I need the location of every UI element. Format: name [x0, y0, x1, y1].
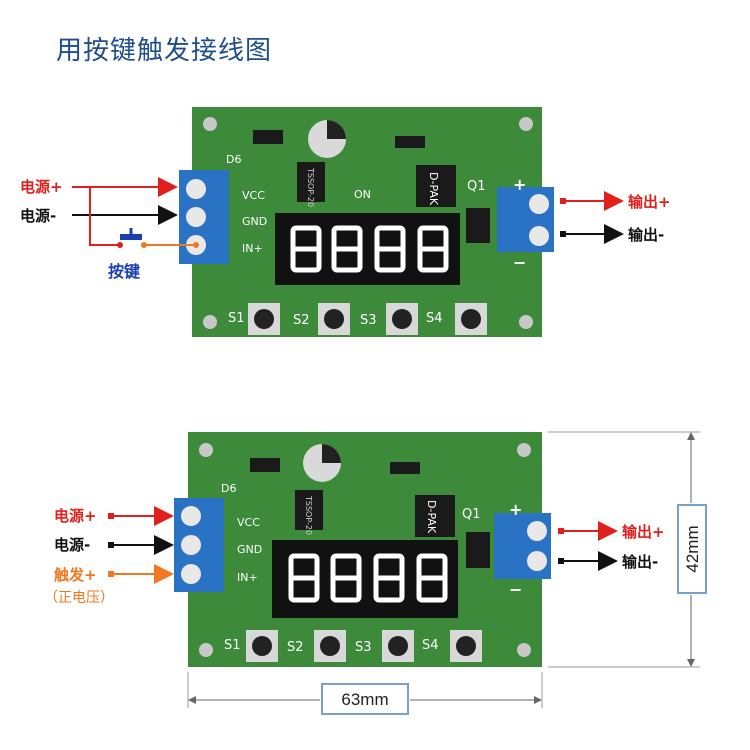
height-dimension: 42mm: [683, 525, 702, 572]
q1-label: Q1: [462, 507, 481, 522]
push-button-icon: [120, 234, 142, 240]
dpak-label: D-PAK: [425, 500, 438, 534]
board-top: TSSOP-20 D-PAK D6 ON Q1 VCC GND IN+ S1 S…: [179, 107, 554, 337]
tssop-label: TSSOP-20: [304, 495, 313, 535]
pin-gnd: GND: [242, 215, 267, 228]
s3-label: S3: [360, 313, 377, 328]
on-label: ON: [354, 188, 371, 201]
q1-label: Q1: [467, 179, 486, 194]
s1-label: S1: [224, 638, 241, 653]
label-power-plus: 电源+: [20, 178, 63, 196]
s1-label: S1: [228, 311, 245, 326]
wiring-top: 电源+ 电源- 按键 输出+ 输出-: [20, 177, 671, 281]
dpak-chip: [416, 165, 456, 207]
tssop-chip: [297, 162, 325, 202]
label-button: 按键: [108, 262, 140, 281]
s2-label: S2: [287, 640, 304, 655]
label-out-plus: 输出+: [622, 523, 665, 541]
d6-label: D6: [221, 482, 236, 495]
out-plus-sign: +: [509, 500, 522, 519]
label-power-minus: 电源-: [20, 207, 56, 225]
out-minus-sign: −: [513, 253, 526, 272]
out-minus-sign: −: [509, 580, 522, 599]
diode-chip: [253, 130, 283, 144]
wiring-bottom: 电源+ 电源- 触发+ （正电压） 输出+ 输出- 63mm 42mm: [44, 431, 707, 715]
label-power-minus: 电源-: [54, 536, 90, 554]
dpak-label: D-PAK: [427, 172, 440, 206]
d6-label: D6: [226, 153, 241, 166]
mount-hole: [203, 117, 217, 131]
pin-in-plus: IN+: [237, 571, 258, 584]
pin-in-plus: IN+: [242, 242, 263, 255]
mount-hole: [519, 315, 533, 329]
pin-gnd: GND: [237, 543, 262, 556]
out-plus-sign: +: [513, 175, 526, 194]
width-dimension: 63mm: [341, 690, 388, 709]
label-trigger-note: （正电压）: [44, 590, 114, 606]
mount-hole: [519, 117, 533, 131]
width-dimension-box: [321, 683, 409, 715]
pin-vcc: VCC: [237, 516, 260, 529]
label-out-minus: 输出-: [628, 226, 664, 244]
s4-label: S4: [426, 311, 443, 326]
label-trigger-plus: 触发+: [54, 566, 97, 584]
s2-label: S2: [293, 313, 310, 328]
board-bottom: TSSOP-20 D-PAK D6 Q1 VCC GND IN+ S1 S2 S…: [174, 432, 551, 667]
sot-chip: [395, 136, 425, 148]
pin-vcc: VCC: [242, 189, 265, 202]
page-title: 用按键触发接线图: [56, 36, 273, 66]
inductor: [466, 208, 490, 243]
mount-hole: [203, 315, 217, 329]
tssop-label: TSSOP-20: [306, 167, 315, 207]
label-out-plus: 输出+: [628, 193, 671, 211]
label-power-plus: 电源+: [54, 507, 97, 525]
s4-label: S4: [422, 638, 439, 653]
height-dimension-box: [677, 504, 707, 594]
label-out-minus: 输出-: [622, 553, 658, 571]
s3-label: S3: [355, 640, 372, 655]
